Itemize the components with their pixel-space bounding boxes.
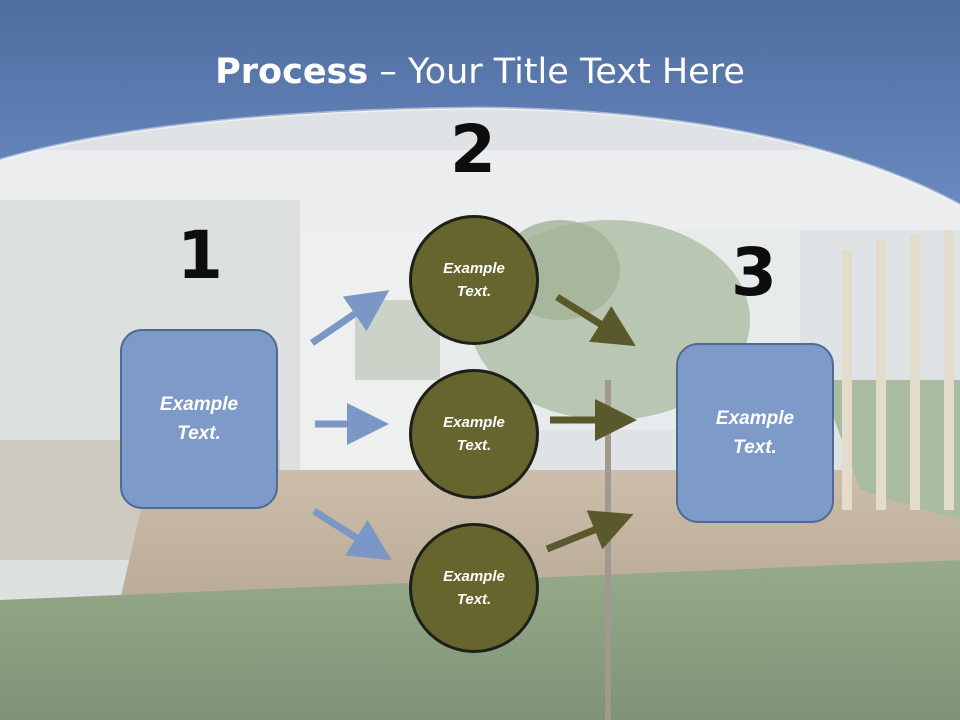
step-1-label: Example Text. xyxy=(159,394,239,444)
step-number-3: 3 xyxy=(731,234,777,311)
step-3-box: Example Text. xyxy=(676,343,834,523)
circle-2-label: Example Text. xyxy=(443,414,505,454)
arrow-from-item-1 xyxy=(555,294,636,347)
circle-1-label: Example Text. xyxy=(443,260,505,300)
step-2-circle-1: Example Text. xyxy=(409,215,539,345)
title-bold: Process xyxy=(215,52,369,92)
circle-3-label: Example Text. xyxy=(443,568,505,608)
arrow-to-item-3 xyxy=(312,508,392,561)
step-1-box: Example Text. xyxy=(120,329,278,509)
step-2-circle-2: Example Text. xyxy=(409,369,539,499)
title-rest: – Your Title Text Here xyxy=(368,52,745,92)
step-number-1: 1 xyxy=(177,217,223,294)
step-2-circle-3: Example Text. xyxy=(409,523,539,653)
step-number-2: 2 xyxy=(450,111,496,188)
arrow-from-item-3 xyxy=(545,510,634,553)
step-3-label: Example Text. xyxy=(715,408,795,458)
arrow-to-item-1 xyxy=(310,290,390,346)
slide-title: Process – Your Title Text Here xyxy=(0,52,960,92)
